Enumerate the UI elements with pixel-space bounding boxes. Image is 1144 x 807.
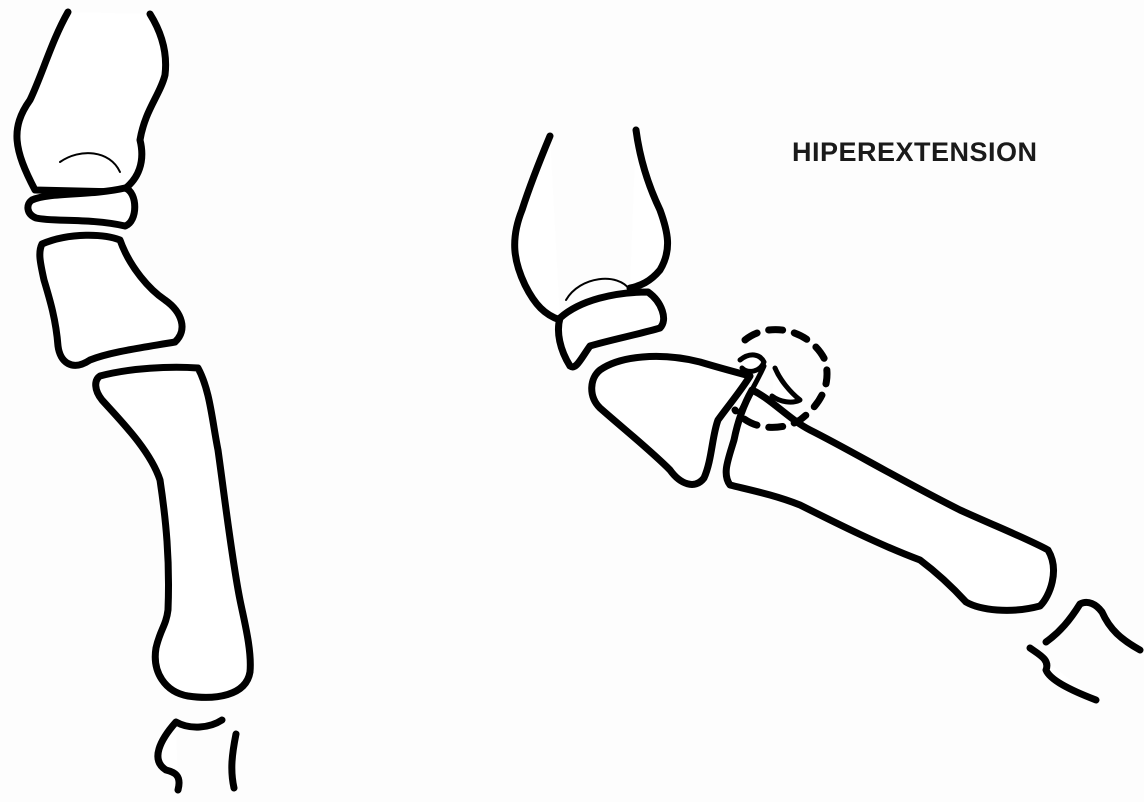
left-bottom-bone: [158, 720, 236, 790]
finger-hyperextended: [515, 130, 1140, 700]
left-top-bone: [17, 12, 166, 192]
right-bottom-bone: [1030, 602, 1140, 700]
left-joint-piece: [28, 188, 135, 226]
finger-neutral: [17, 12, 250, 790]
hiperextension-label: HIPEREXTENSION: [792, 137, 1038, 168]
left-middle-phalanx: [40, 235, 182, 365]
ligament-right-mark: [772, 368, 800, 402]
left-long-bone: [96, 367, 251, 697]
right-long-bone: [726, 390, 1053, 610]
